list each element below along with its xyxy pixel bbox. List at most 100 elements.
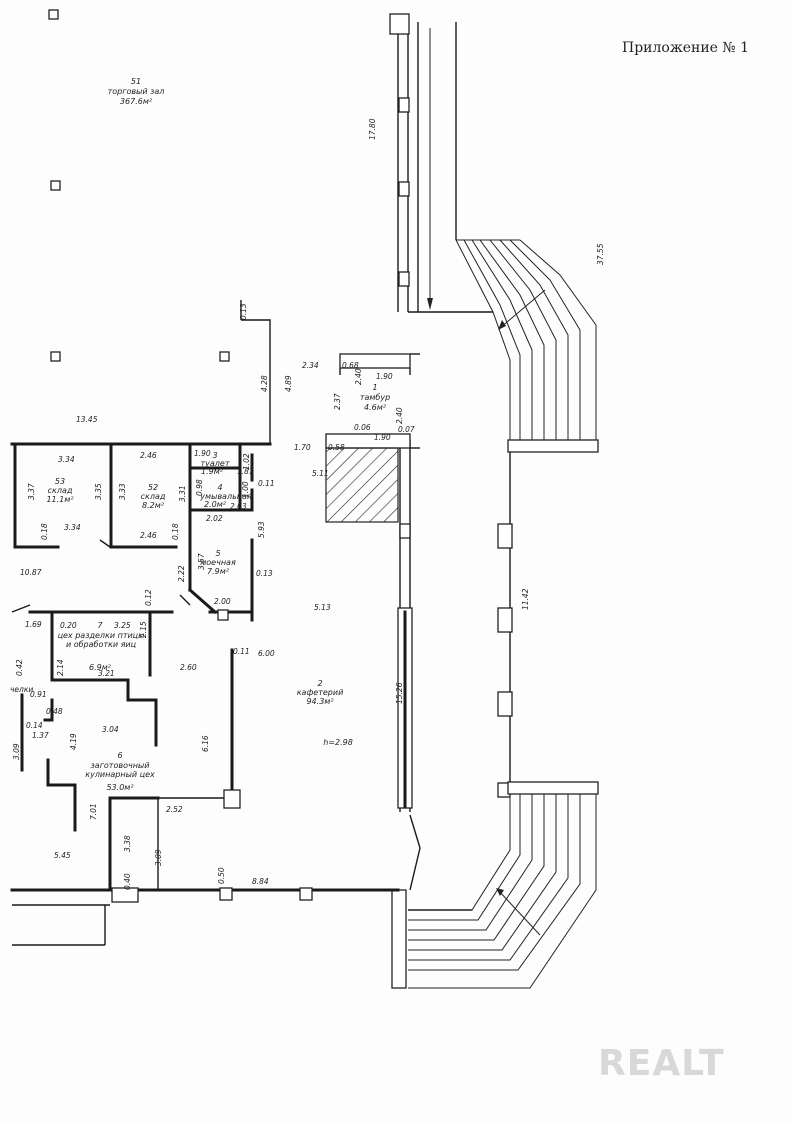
- dimension: 3.57: [197, 553, 206, 570]
- dimension: 0.18: [40, 523, 49, 540]
- room-number: 5: [215, 549, 220, 558]
- column: [50, 180, 61, 191]
- room-area: 2.0м²: [204, 500, 227, 509]
- room-area: 11.1м²: [46, 495, 74, 504]
- hatched-area: [325, 447, 399, 523]
- room-area: 7.9м²: [207, 567, 230, 576]
- dimension: 13.45: [76, 415, 98, 424]
- dimension: 3.34: [64, 523, 81, 532]
- room-area: 1.9м²: [201, 467, 224, 476]
- room-area: 8.2м²: [142, 501, 165, 510]
- dimension: 0.14: [26, 721, 43, 730]
- partial-room-label: челки: [10, 685, 33, 694]
- room-name: торговый зал: [108, 87, 165, 96]
- dimension: 3.35: [94, 483, 103, 500]
- room-number: 7: [97, 621, 103, 630]
- room-name: умывальная: [199, 492, 252, 501]
- dimension: 5.45: [54, 851, 71, 860]
- dimension: 5.13: [314, 603, 331, 612]
- facade-column: [398, 97, 410, 113]
- dimension: 0.07: [398, 425, 415, 434]
- dimension: 2.37: [333, 393, 342, 410]
- dimension: 2.46: [140, 451, 157, 460]
- dimension: 1.90: [194, 449, 211, 458]
- room-name: тамбур: [360, 393, 390, 402]
- watermark-logo: REALT: [598, 1043, 725, 1084]
- dimension: 1.90: [376, 372, 393, 381]
- room-number: 3: [212, 451, 217, 460]
- dimension: 10.87: [20, 568, 42, 577]
- room-area: 6.9м²: [89, 663, 112, 672]
- dimension: 7.01: [89, 803, 98, 820]
- room-name: заготовочный кулинарный цех: [85, 761, 155, 779]
- room-number: 52: [148, 483, 158, 492]
- dimension: 2.00: [214, 597, 231, 606]
- dimension: 0.11: [258, 479, 275, 488]
- room-number: 53: [55, 477, 65, 486]
- facade-walls: [389, 13, 493, 989]
- dimension: 15.26: [395, 682, 404, 704]
- room-number: 1: [372, 383, 377, 392]
- service-walls: [10, 300, 400, 946]
- dimension: 3.21: [98, 669, 115, 678]
- dimension: 1.87: [237, 467, 254, 476]
- dimension: 0.48: [46, 707, 63, 716]
- column: [219, 351, 230, 362]
- room-name: моечная: [200, 558, 236, 567]
- dimension: 2.34: [302, 361, 319, 370]
- dimension: 0.91: [30, 690, 47, 699]
- room-name: цех разделки птицы и обработки яиц: [57, 631, 145, 649]
- dimension: 2.40: [395, 407, 404, 424]
- dimension: 0.58: [328, 443, 345, 452]
- dimension: 37.55: [596, 243, 605, 265]
- dimension: 0.18: [171, 523, 180, 540]
- room-number: 6: [117, 751, 122, 760]
- dimension: 3.37: [27, 483, 36, 500]
- room-number: 4: [217, 483, 222, 492]
- dimension: 1.90: [374, 433, 391, 442]
- dimension: 0.13: [239, 303, 248, 320]
- dimension: 0.06: [354, 423, 371, 432]
- appendix-title: Приложение № 1: [622, 40, 749, 56]
- facade-column: [399, 523, 411, 539]
- dimension: 3.09: [154, 849, 163, 866]
- facade-column: [398, 181, 410, 197]
- dimension: 6.16: [201, 735, 210, 752]
- dimension: 0.42: [15, 659, 24, 676]
- dimension: 4.19: [69, 733, 78, 750]
- dimension: 3.09: [12, 743, 21, 760]
- dimension: 6.00: [258, 649, 275, 658]
- upper-terrace-steps: [455, 239, 597, 440]
- dimension: 5.11: [312, 469, 329, 478]
- dimension: 0.11: [233, 647, 250, 656]
- balcony-top-sill: [507, 439, 599, 453]
- dimension: 11.42: [521, 588, 530, 610]
- dimension: 3.34: [58, 455, 75, 464]
- dimension: 2.46: [140, 531, 157, 540]
- hall-columns: [48, 9, 230, 362]
- facade-column: [398, 271, 410, 287]
- room-area: 94.3м²: [306, 697, 334, 706]
- dimension: 3.33: [118, 483, 127, 500]
- dimension: 3.31: [178, 485, 187, 502]
- dimension: 2.40: [354, 368, 363, 385]
- room-name: склад: [141, 492, 166, 501]
- dimension: 3.04: [102, 725, 119, 734]
- dimension: 2.03: [230, 502, 247, 511]
- column: [48, 9, 59, 20]
- dimension: 1.70: [294, 443, 311, 452]
- room-name: кафетерий: [297, 688, 344, 697]
- room-number: 51: [131, 77, 141, 86]
- dimension: 0.20: [60, 621, 77, 630]
- dimension: 1.69: [25, 620, 42, 629]
- dimension: 0.50: [217, 867, 226, 884]
- east-wall: [497, 439, 599, 798]
- dimension: 2.60: [180, 663, 197, 672]
- column: [50, 351, 61, 362]
- dimension: 3.38: [123, 835, 132, 852]
- facade-column-top: [389, 13, 410, 35]
- dimension: 2.14: [56, 659, 65, 676]
- dimension: 8.84: [252, 877, 269, 886]
